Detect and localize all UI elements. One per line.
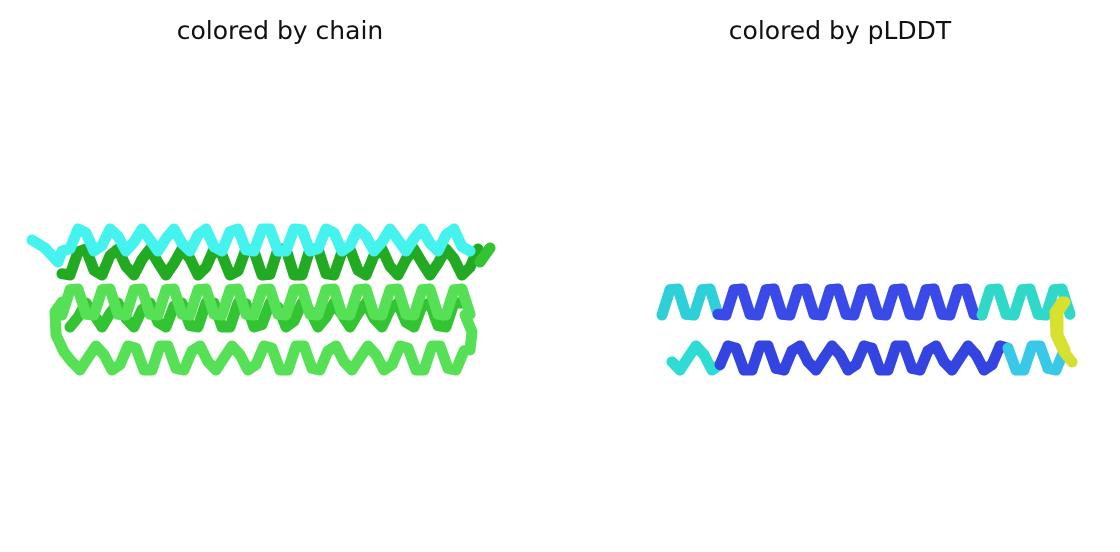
helix-middle	[56, 283, 476, 321]
protein-structure-plddt-view	[656, 283, 1078, 376]
protein-structure-chain-view	[26, 223, 496, 376]
helix-bottom	[66, 340, 470, 376]
loop-right	[459, 309, 478, 356]
loop-left	[49, 296, 78, 368]
panel-title-chain: colored by chain	[176, 16, 384, 45]
chain-panel: colored by chain	[26, 16, 496, 376]
helix-top-chain-b	[26, 223, 476, 268]
loop-right-top	[474, 242, 496, 268]
plddt-panel: colored by pLDDT	[560, 0, 1120, 552]
helix-back-lower	[64, 297, 468, 333]
helix-back-upper	[56, 243, 484, 281]
loop-left-inner	[1052, 296, 1071, 356]
panel-title-plddt: colored by pLDDT	[728, 16, 952, 45]
